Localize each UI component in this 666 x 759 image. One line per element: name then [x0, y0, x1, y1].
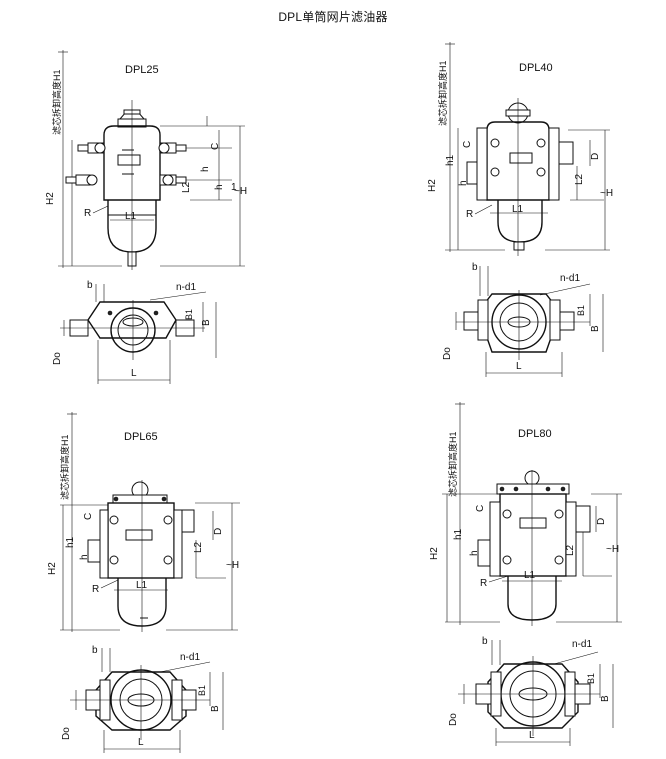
dim-hh-dpl40: ~H: [600, 188, 613, 199]
dim-h1-dpl65: h1: [65, 536, 76, 548]
dim-do-dpl65: Do: [61, 727, 72, 740]
dim-nd1-dpl40: n-d1: [560, 273, 580, 284]
dim-l1-dpl80: L1: [524, 570, 536, 581]
dpl80-drawing: DPL80 滤芯拆卸高度H1 H2 R L1 C: [429, 402, 622, 746]
dim-b1-dpl80: B1: [586, 673, 596, 684]
dim-bb-dpl25: B: [201, 319, 212, 326]
dim-l1-dpl25: L1: [125, 211, 137, 222]
dim-h1b-dpl25: 1: [231, 182, 237, 193]
h1-note-dpl40: 滤芯拆卸高度H1: [437, 60, 448, 126]
dim-nd1-dpl65: n-d1: [180, 652, 200, 663]
model-name-dpl65: DPL65: [124, 431, 158, 443]
dim-do-dpl80: Do: [448, 713, 459, 726]
dim-h2-dpl80: H2: [429, 547, 440, 560]
dim-h-dpl40: h: [458, 180, 469, 186]
dim-h1-dpl80: h1: [453, 528, 464, 540]
dim-l2-dpl80: L2: [565, 544, 576, 556]
dim-hh-dpl25: ~H: [234, 186, 247, 197]
dim-h2-dpl25: H2: [45, 192, 56, 205]
dim-r-dpl65: R: [92, 584, 99, 595]
dim-d-dpl65: D: [213, 528, 224, 535]
dim-c-dpl40: C: [462, 141, 473, 148]
dim-b-dpl25: b: [87, 280, 93, 291]
dim-h1-dpl25: h: [214, 184, 225, 190]
dim-r-dpl80: R: [480, 578, 487, 589]
dim-l-dpl80: L: [529, 730, 535, 741]
dpl65-drawing: DPL65 滤芯拆卸高度H1 H2 R L1 C h1: [47, 412, 240, 753]
dim-b1-dpl25: B1: [184, 309, 194, 320]
dim-d-dpl40: D: [590, 153, 601, 160]
model-name-dpl80: DPL80: [518, 428, 552, 440]
dim-c-dpl25: C: [210, 143, 221, 150]
dim-h-dpl65: h: [79, 554, 90, 560]
dim-l1-dpl40: L1: [512, 204, 524, 215]
dpl40-drawing: DPL40 滤芯拆卸高度H1 H2 R L1 C h1 h: [427, 42, 613, 377]
dim-l-dpl65: L: [138, 737, 144, 748]
dim-l-dpl25: L: [131, 368, 137, 379]
dim-h2-dpl40: H2: [427, 179, 438, 192]
model-name-dpl25: DPL25: [125, 64, 159, 76]
dim-nd1-dpl80: n-d1: [572, 639, 592, 650]
dim-do-dpl40: Do: [442, 347, 453, 360]
dim-h-dpl25: h: [200, 166, 211, 172]
h1-note-dpl80: 滤芯拆卸高度H1: [447, 431, 458, 497]
h1-note-dpl65: 滤芯拆卸高度H1: [59, 434, 70, 500]
dim-hh-dpl80: ~H: [606, 544, 619, 555]
dim-b1-dpl40: B1: [576, 305, 586, 316]
h1-note-dpl25: 滤芯拆卸高度H1: [51, 69, 62, 135]
dim-c-dpl80: C: [475, 505, 486, 512]
model-name-dpl40: DPL40: [519, 62, 553, 74]
dim-nd1-dpl25: n-d1: [176, 282, 196, 293]
dim-h-dpl80: h: [469, 550, 480, 556]
dim-l2-dpl25: L2: [181, 181, 192, 193]
dim-c-dpl65: C: [83, 513, 94, 520]
dim-b-dpl80: b: [482, 636, 488, 647]
dim-l1-dpl65: L1: [136, 580, 148, 591]
dim-bb-dpl80: B: [600, 695, 611, 702]
dim-r-dpl25: R: [84, 208, 91, 219]
dim-b-dpl65: b: [92, 645, 98, 656]
dim-h1-dpl40: h1: [445, 154, 456, 166]
dim-b-dpl40: b: [472, 262, 478, 273]
dim-l2-dpl40: L2: [574, 173, 585, 185]
dpl25-drawing: DPL25 滤芯拆卸高度H1 H2: [45, 50, 247, 384]
page-title: DPL单筒网片滤油器: [278, 10, 388, 24]
dim-hh-dpl65: ~H: [226, 560, 239, 571]
dim-h2-dpl65: H2: [47, 562, 58, 575]
dim-r-dpl40: R: [466, 209, 473, 220]
dim-bb-dpl40: B: [590, 325, 601, 332]
dim-d-dpl80: D: [596, 518, 607, 525]
dim-b1-dpl65: B1: [197, 685, 207, 696]
dim-l-dpl40: L: [516, 361, 522, 372]
dim-do-dpl25: Do: [52, 352, 63, 365]
dim-l2-dpl65: L2: [193, 541, 204, 553]
dim-bb-dpl65: B: [210, 705, 221, 712]
